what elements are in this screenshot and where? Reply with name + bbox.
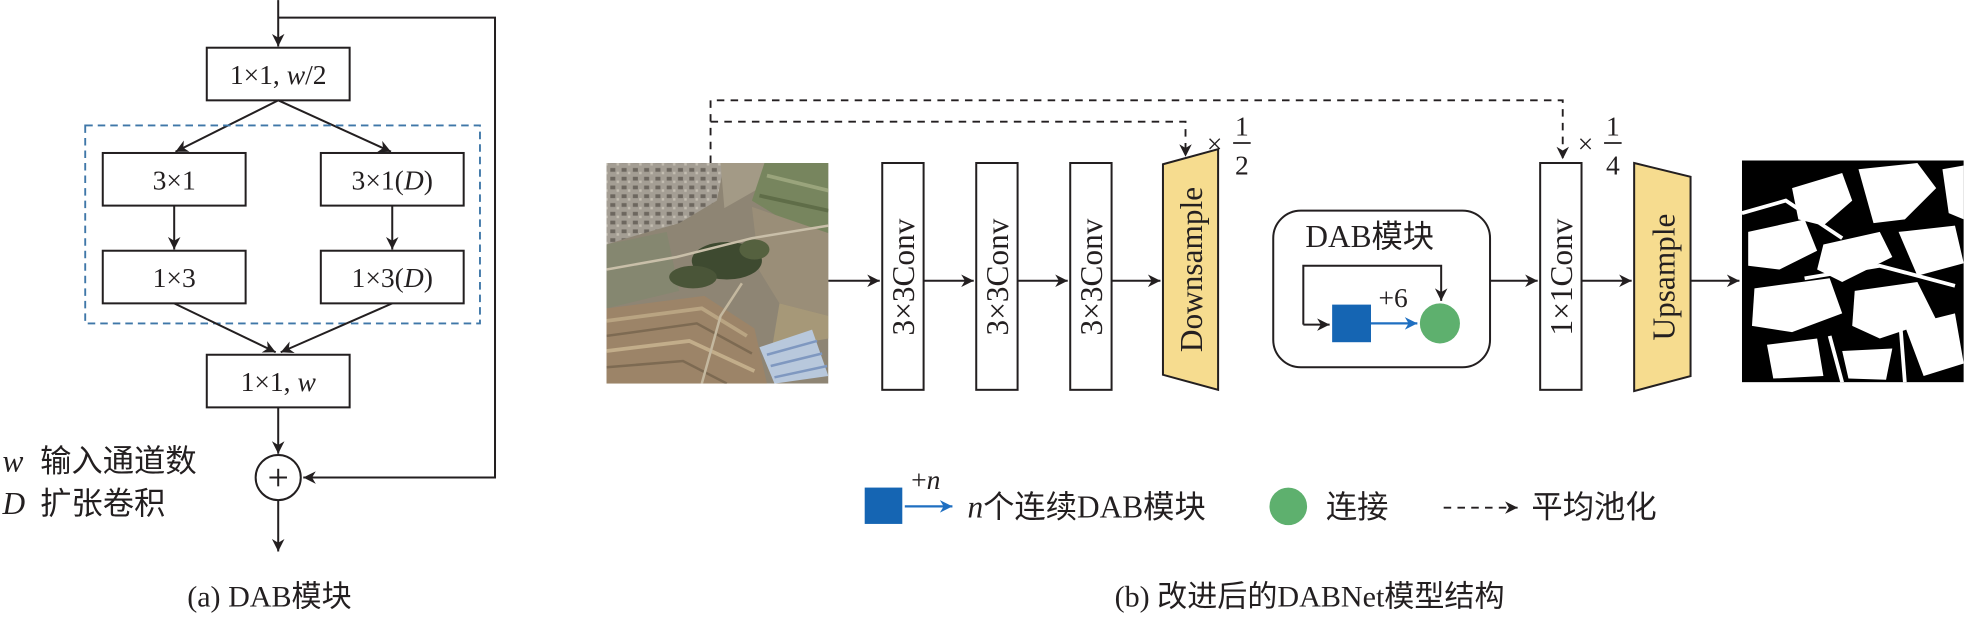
dab-skip-connection bbox=[1302, 264, 1448, 325]
right-branch-conv2-box bbox=[319, 249, 465, 305]
legend-meaning-d: 扩张卷积 bbox=[40, 486, 165, 521]
output-conv-label: 1×1, w bbox=[241, 366, 317, 397]
pool-quarter-times: × bbox=[1578, 128, 1594, 159]
pool-half-times: × bbox=[1207, 128, 1223, 159]
pool-quarter-denominator: 4 bbox=[1606, 149, 1620, 180]
downsample-block bbox=[1161, 147, 1220, 392]
sum-node-icon bbox=[254, 453, 302, 502]
pool-half-denominator: 2 bbox=[1235, 149, 1249, 180]
legend-dab-square-icon bbox=[864, 487, 903, 524]
panel-b-legend: +n n个连续DAB模块 连接 平均池化 bbox=[864, 464, 1657, 526]
input-conv-label: 1×1, w/2 bbox=[230, 59, 327, 90]
merge-arrow-left bbox=[173, 302, 277, 354]
upsample-label: Upsample bbox=[1646, 214, 1681, 341]
dab-stack-square-icon bbox=[1332, 304, 1371, 343]
pool-half-ratio: × 1 2 bbox=[1207, 110, 1251, 180]
panel-a-legend: w 输入通道数 D 扩张卷积 bbox=[2, 443, 197, 521]
left-branch-conv2-box bbox=[101, 249, 247, 305]
pool-half-numerator: 1 bbox=[1235, 110, 1249, 141]
legend-repeat-text: n个连续DAB模块 bbox=[967, 490, 1205, 525]
input-satellite-image bbox=[606, 163, 829, 384]
pool-quarter-ratio: × 1 4 bbox=[1578, 110, 1622, 180]
panel-b-dabnet-structure: 3×3Conv 3×3Conv 3×3Conv Downsample × 1 2… bbox=[606, 99, 1964, 614]
legend-concat-text: 连接 bbox=[1326, 490, 1389, 525]
conv1x1-block bbox=[1539, 162, 1583, 391]
conv3x3-label-2: 3×3Conv bbox=[980, 218, 1015, 335]
panel-b-caption: (b) 改进后的DABNet模型结构 bbox=[1115, 580, 1505, 614]
downsample-label: Downsample bbox=[1174, 187, 1209, 352]
legend-avg-pool-text: 平均池化 bbox=[1531, 490, 1656, 525]
residual-connection bbox=[278, 16, 497, 484]
split-arrow-right bbox=[277, 99, 392, 153]
legend-concat-circle-icon bbox=[1269, 487, 1308, 526]
upsample-block bbox=[1633, 161, 1692, 393]
panel-a-caption: (a) DAB模块 bbox=[187, 580, 351, 614]
dab-module-block: DAB模块 +6 bbox=[1272, 209, 1492, 369]
legend-meaning-w: 输入通道数 bbox=[40, 443, 197, 478]
merge-arrow-right bbox=[280, 302, 393, 354]
input-conv-box bbox=[205, 46, 351, 102]
conv3x3-label-1: 3×3Conv bbox=[886, 218, 921, 335]
left-branch-conv2-label: 1×3 bbox=[153, 262, 196, 293]
legend-symbol-d: D bbox=[2, 486, 26, 521]
left-branch-conv1-box bbox=[101, 151, 247, 207]
dual-branch-region bbox=[84, 124, 481, 325]
conv3x3-block-2 bbox=[975, 162, 1019, 391]
panel-a-dab-module: 1×1, w/2 3×1 3×1(D) 1×3 1×3(D) 1×1, w w … bbox=[2, 0, 497, 614]
conv3x3-label-3: 3×3Conv bbox=[1074, 218, 1109, 335]
left-branch-conv1-label: 3×1 bbox=[153, 164, 196, 195]
avg-pool-path-quarter bbox=[709, 99, 1569, 164]
output-segmentation-mask bbox=[1741, 160, 1964, 383]
legend-repeat-symbol: +n bbox=[911, 464, 940, 495]
legend-symbol-w: w bbox=[3, 443, 24, 478]
conv1x1-label: 1×1Conv bbox=[1544, 218, 1579, 335]
pool-quarter-numerator: 1 bbox=[1606, 110, 1620, 141]
dab-repeat-count: +6 bbox=[1379, 282, 1408, 313]
avg-pool-path-half bbox=[710, 120, 1192, 157]
conv3x3-block-1 bbox=[881, 162, 925, 391]
output-conv-box bbox=[205, 353, 351, 409]
conv3x3-block-3 bbox=[1069, 162, 1113, 391]
concat-node-icon bbox=[1419, 303, 1460, 344]
right-branch-conv1-label: 3×1(D) bbox=[352, 164, 433, 195]
dab-module-title: DAB模块 bbox=[1305, 219, 1434, 254]
right-branch-conv2-label: 1×3(D) bbox=[352, 262, 433, 293]
